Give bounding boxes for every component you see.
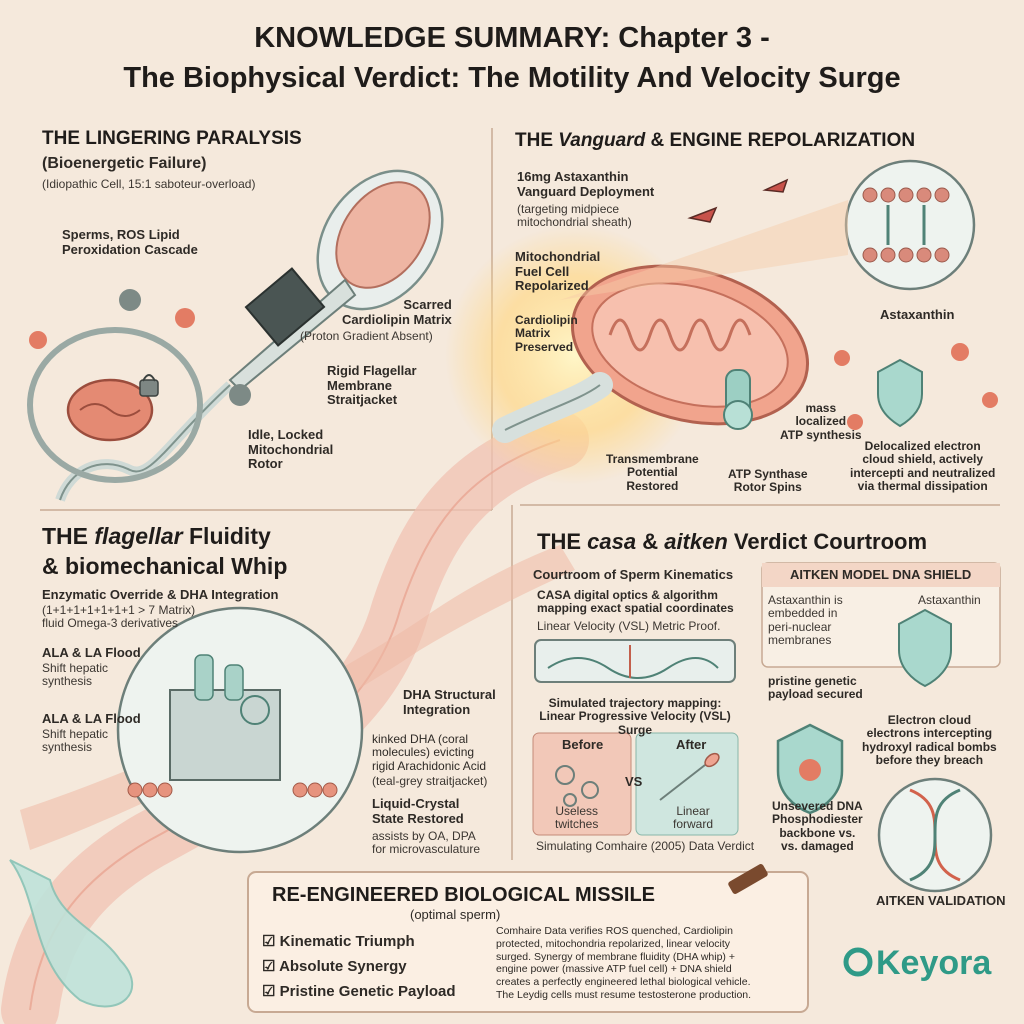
flagellar-heading: THE flagellar Fluidity [42, 523, 271, 549]
label-fuel-cell: Mitochondrial Fuel Cell Repolarized [515, 249, 601, 294]
label-enzymatic: Enzymatic Override & DHA Integration [42, 587, 279, 602]
label-idle-rotor: Idle, Locked Mitochondrial Rotor [248, 427, 334, 472]
courtroom-sub: Courtroom of Sperm Kinematics [533, 567, 734, 582]
check-item-3: ☑ Pristine Genetic Payload [262, 983, 456, 1000]
page-title-line1: KNOWLEDGE SUMMARY: Chapter 3 - [254, 22, 770, 54]
brand-logo: Keyora [876, 944, 992, 982]
page-title-line2: The Biophysical Verdict: The Motility An… [123, 62, 901, 94]
casa-display [534, 639, 736, 683]
aitken-title: AITKEN MODEL DNA SHIELD [790, 567, 972, 582]
before-after-panels [532, 732, 739, 836]
label-kinked-dha: kinked DHA (coral molecules) evicting ri… [372, 732, 487, 773]
label-pristine-payload: pristine genetic payload secured [768, 674, 863, 702]
label-linear-forward: Linear forward [673, 804, 714, 832]
label-kinked-note: (teal-grey straitjacket) [372, 774, 488, 788]
label-transmembrane: Transmembrane Potential Restored [606, 452, 699, 493]
missile-title: RE-ENGINEERED BIOLOGICAL MISSILE [272, 884, 655, 906]
logo-mark [843, 947, 873, 977]
label-ros-cascade: Sperms, ROS Lipid Peroxidation Cascade [62, 227, 198, 257]
sim-text: Simulated trajectory mapping: Linear Pro… [539, 696, 731, 737]
electron-shield-top [834, 343, 998, 430]
label-after: After [676, 737, 707, 752]
astaxanthin-membrane-zoom [560, 159, 976, 300]
label-atp-rotor: ATP Synthase Rotor Spins [728, 467, 808, 495]
paralyzed-sperm [27, 169, 444, 502]
dna-shield [776, 723, 844, 815]
label-ala-flood-1-note: Shift hepatic synthesis [42, 661, 109, 689]
label-electron-shield: Delocalized electron cloud shield, activ… [850, 439, 996, 494]
label-comhaire-verdict: Simulating Comhaire (2005) Data Verdict [536, 839, 755, 853]
label-rigid-straitjacket: Rigid Flagellar Membrane Straitjacket [327, 363, 417, 408]
fluid-splash [9, 859, 134, 1008]
flagellar-heading-line2: & biomechanical Whip [42, 553, 288, 579]
label-useless-twitches: Useless twitches [555, 804, 599, 832]
label-enzymatic-note: (1+1+1+1+1+1+1 > 7 Matrix) fluid Omega-3… [42, 603, 196, 631]
missile-subtitle: (optimal sperm) [410, 907, 501, 922]
label-liquid-crystal: Liquid-Crystal State Restored [372, 796, 464, 826]
label-electron-cloud: Electron cloud electrons intercepting hy… [862, 713, 997, 768]
missile-summary: Comhaire Data verifies ROS quenched, Car… [496, 925, 752, 1001]
label-astaxanthin-top: Astaxanthin [880, 307, 955, 322]
flagellar-membrane-zoom [20, 545, 575, 854]
label-liquid-note: assists by OA, DPA for microvasculature [372, 829, 481, 857]
vanguard-heading: THE Vanguard & ENGINE REPOLARIZATION [515, 130, 916, 151]
check-item-1: ☑ Kinematic Triumph [262, 933, 415, 950]
repolarized-mitochondrion [445, 178, 810, 485]
dna-helix-circle [877, 777, 993, 893]
check-item-2: ☑ Absolute Synergy [262, 958, 407, 975]
casa-note: Linear Velocity (VSL) Metric Proof. [537, 619, 721, 633]
label-aitken-validation: AITKEN VALIDATION [876, 893, 1006, 908]
label-vanguard-note: (targeting midpiece mitochondrial sheath… [517, 202, 632, 230]
label-vanguard-deployment: 16mg Astaxanthin Vanguard Deployment [517, 169, 655, 199]
label-mass-atp: mass localized ATP synthesis [780, 401, 862, 442]
missile-box [247, 864, 809, 1013]
label-vs: VS [625, 774, 643, 789]
courtroom-heading: THE casa & aitken Verdict Courtroom [537, 529, 928, 554]
label-ala-flood-2-note: Shift hepatic synthesis [42, 727, 109, 755]
paralysis-note: (Idiopathic Cell, 15:1 saboteur-overload… [42, 177, 256, 191]
label-scarred-cardiolipin: Scarred Cardiolipin Matrix [342, 297, 452, 327]
label-proton-gradient: (Proton Gradient Absent) [300, 329, 433, 343]
label-unsevered-dna: Unsevered DNA Phosphodiester backbone vs… [772, 799, 863, 854]
paralysis-subheading: (Bioenergetic Failure) [42, 155, 207, 172]
label-cardiolipin-preserved: Cardiolipin Matrix Preserved [515, 313, 578, 354]
label-before: Before [562, 737, 604, 752]
aitken-embedded: Astaxanthin is embedded in peri-nuclear … [768, 593, 843, 648]
aitken-shield-box [761, 562, 1001, 688]
paralysis-heading: THE LINGERING PARALYSIS [42, 128, 302, 149]
label-dha-integration: DHA Structural Integration [403, 687, 496, 717]
casa-text: CASA digital optics & algorithm mapping … [537, 588, 734, 616]
label-ala-flood-2: ALA & LA Flood [42, 711, 141, 726]
label-ala-flood-1: ALA & LA Flood [42, 645, 141, 660]
aitken-astaxanthin: Astaxanthin [918, 593, 981, 607]
